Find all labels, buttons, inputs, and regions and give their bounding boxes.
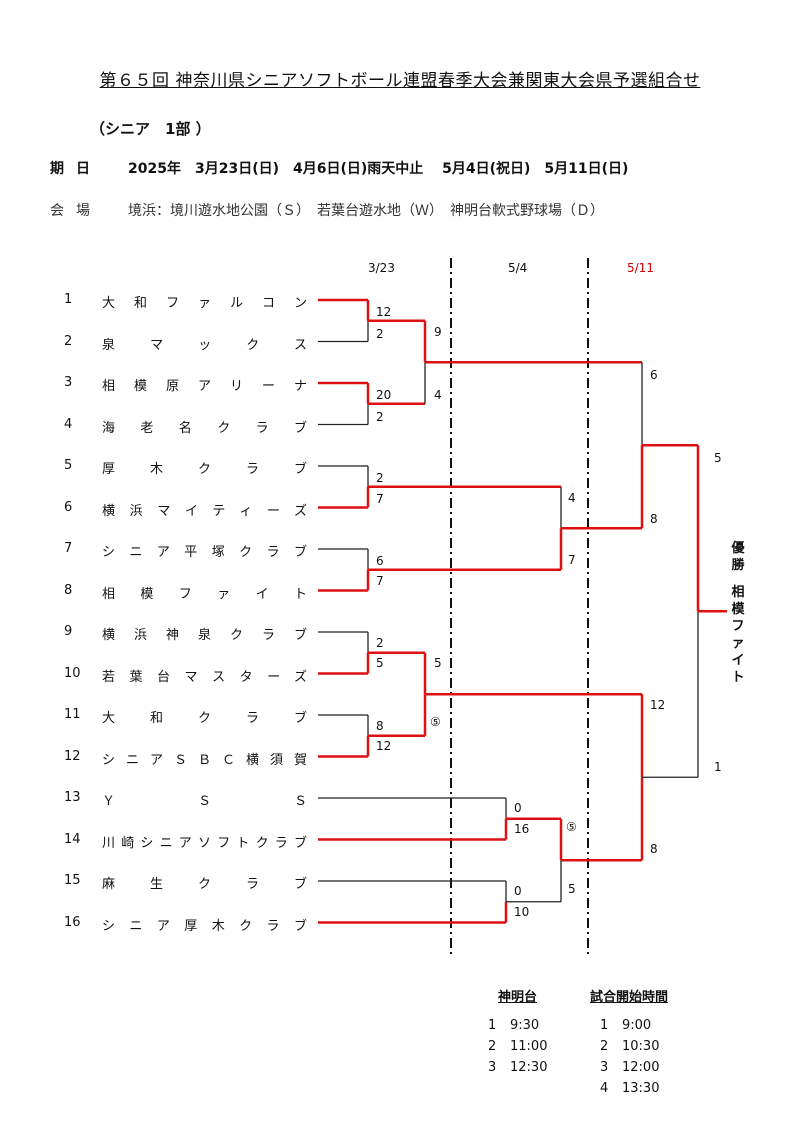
venue-slot-time: 11:00 [510,1039,548,1054]
round1-score: 2 [376,410,384,424]
round2-score: 4 [568,491,576,505]
team-number: 6 [64,499,73,515]
round-label-1: 3/23 [368,261,395,275]
page-title: 第６５回 神奈川県シニアソフトボール連盟春季大会兼関東大会県予選組合せ [99,71,701,91]
start-time-title: 試合開始時間 [590,990,669,1005]
round1-score: 0 [514,801,522,815]
team-name: シニアＳＢＣ横須賀 [102,752,307,768]
round1-score: 5 [376,656,384,670]
winner-spacer [727,574,749,584]
team-number: 4 [64,416,73,432]
round1-score: 2 [376,471,384,485]
team-number: 16 [64,914,81,930]
round1-score: 7 [376,574,384,588]
team-number: 10 [64,665,81,681]
venue-slot-time: 12:30 [510,1060,548,1075]
start-slot-time: 12:00 [622,1060,660,1075]
team-name: ＹＳＳ [102,794,307,809]
start-slot-time: 9:00 [622,1018,652,1033]
winner-box: 優勝 相模ファイト [727,540,749,686]
team-name: シニア平塚クラブ [102,545,307,560]
round1-score: 20 [376,388,392,402]
round3-score: 8 [650,842,658,856]
team-number: 3 [64,375,73,390]
team-name: 横浜マイティーズ [102,503,307,519]
dates-label: 期日 [50,161,102,177]
final-score: 1 [714,760,722,774]
round1-score: 10 [514,905,530,919]
team-number: 7 [64,541,73,556]
team-number: 15 [64,873,81,888]
venue-slot-time: 9:30 [510,1018,540,1033]
team-number: 1 [64,292,73,307]
round1-score: 12 [376,739,392,753]
round1-score: 16 [514,822,530,836]
start-slot-time: 13:30 [622,1081,660,1096]
round2-score: 9 [434,325,442,339]
team-name: シニア厚木クラブ [102,918,307,934]
team-name: 海老名クラブ [102,420,307,436]
round1-score: 6 [376,554,384,568]
round2-score: ⑤ [566,820,577,834]
team-name: 大和ファルコン [102,296,307,311]
team-name: 横浜神泉クラブ [102,628,307,643]
team-number: 9 [64,624,73,639]
round1-score: 2 [376,327,384,341]
start-slot-number: 3 [600,1060,609,1075]
round3-score: 6 [650,368,658,382]
start-slot-number: 1 [600,1018,609,1033]
team-name: 若葉台マスターズ [102,669,307,685]
venue-label: 会場 [50,203,102,219]
round1-score: 7 [376,492,384,506]
team-number: 8 [64,582,73,598]
venue-value: 境浜：境川遊水地公園（Ｓ） 若葉台遊水地（Ｗ） 神明台軟式野球場（Ｄ） [128,203,604,219]
round2-score: 5 [434,656,442,670]
round1-score: 0 [514,884,522,898]
division-label: （シニア 1部 ） [90,120,211,138]
venue-schedule-title: 神明台 [498,990,538,1005]
winner-label: 優勝 [731,541,745,573]
team-name: 相模ファイト [102,586,307,602]
venue-slot-number: 1 [488,1018,497,1033]
team-number: 5 [64,458,73,473]
round2-score: ⑤ [430,715,441,729]
round2-score: 7 [568,553,576,567]
round2-score: 5 [568,882,576,896]
team-number: 13 [64,790,81,805]
team-number: 11 [64,707,81,722]
team-number: 2 [64,333,73,349]
round-label-2: 5/4 [508,261,528,275]
start-slot-number: 2 [600,1039,609,1054]
team-name: 麻生クラブ [102,877,307,892]
team-name: 川崎シニアソフトクラブ [102,835,307,851]
round2-score: 4 [434,388,442,402]
round3-score: 12 [650,698,666,712]
start-slot-number: 4 [600,1081,609,1096]
round1-score: 2 [376,636,384,650]
dates-value: 2025年 3月23日(日) 4月6日(日)雨天中止 5月4日(祝日) 5月11… [128,161,629,177]
team-number: 12 [64,748,81,764]
final-score: 5 [714,451,722,465]
team-name: 厚木クラブ [102,462,307,477]
round3-score: 8 [650,512,658,526]
venue-slot-number: 3 [488,1060,497,1075]
team-number: 14 [64,831,81,847]
team-name: 泉マックス [102,337,307,353]
start-slot-time: 10:30 [622,1039,660,1054]
winner-team: 相模ファイト [731,585,745,685]
round1-score: 12 [376,305,392,319]
round-label-3: 5/11 [627,261,654,275]
team-name: 相模原アリーナ [102,379,307,394]
venue-slot-number: 2 [488,1039,497,1054]
round1-score: 8 [376,719,384,733]
team-name: 大和クラブ [102,711,307,726]
